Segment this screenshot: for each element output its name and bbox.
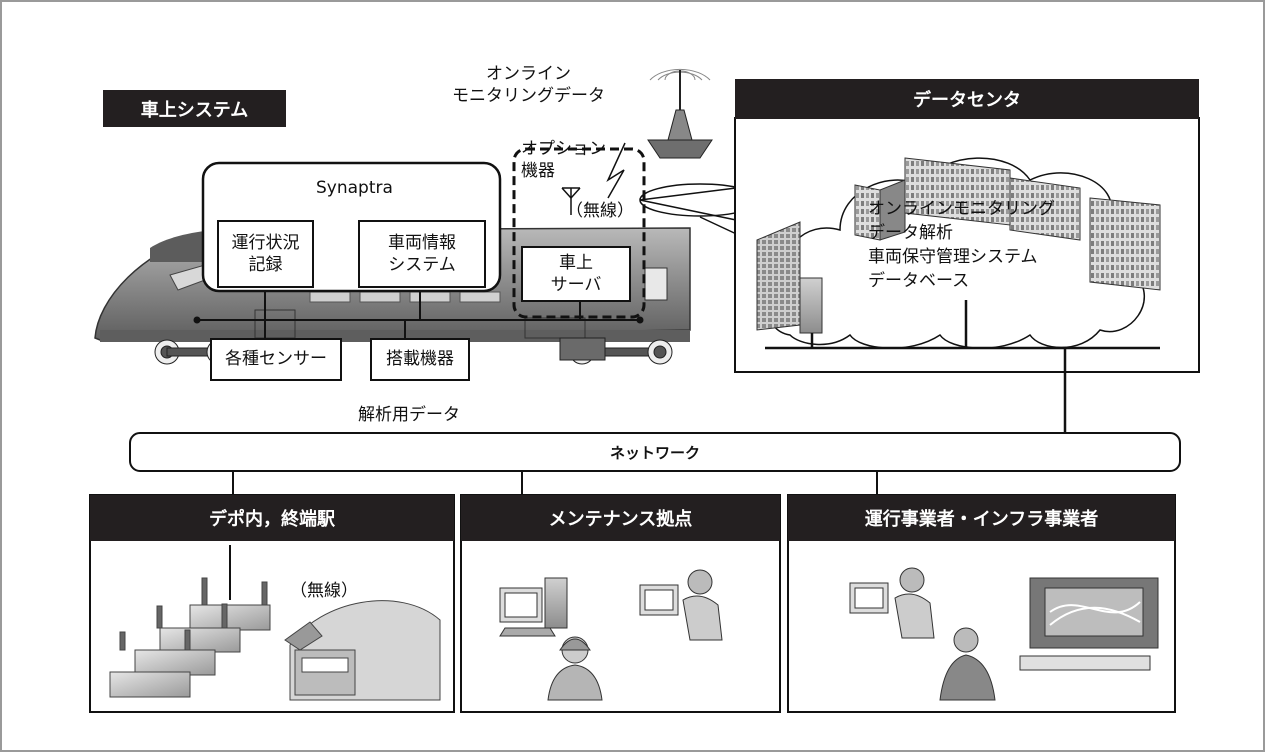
option-dashed-box	[512, 147, 646, 319]
network-label: ネットワーク	[609, 443, 700, 462]
analysis-data-label: 解析用データ	[358, 405, 460, 425]
datacenter-title: データセンタ	[735, 79, 1199, 119]
station-train-icon	[284, 600, 441, 701]
datacenter-bus	[765, 300, 1160, 432]
module-vehicle-info: 車両情報 システム	[358, 220, 486, 288]
operator-illustration	[849, 567, 1159, 701]
depot-charging-units	[109, 545, 271, 698]
server-unit-icon	[799, 277, 823, 334]
wireless-signal-icon	[606, 142, 626, 199]
maintenance-title: メンテナンス拠点	[461, 495, 780, 541]
platform-name: Synaptra	[316, 178, 393, 198]
function-data-analysis: データ解析	[868, 223, 953, 243]
datacenter-functions: オンラインモニタリング データ解析 車両保守管理システム データベース	[868, 197, 1055, 293]
online-monitoring-data-label: オンライン モニタリングデータ	[452, 64, 605, 107]
maintenance-illustration	[499, 569, 723, 701]
onboard-wireless-label: （無線）	[566, 201, 634, 221]
device-sensors: 各種センサー	[210, 338, 342, 381]
module-operation-record: 運行状況 記録	[217, 220, 314, 288]
function-database: データベース	[868, 271, 970, 291]
radio-tower-icon	[647, 68, 713, 159]
onboard-antenna-icon	[561, 187, 581, 215]
onboard-title: 車上システム	[103, 90, 286, 127]
function-maintenance-system: 車両保守管理システム	[868, 247, 1038, 267]
server-racks	[854, 157, 1161, 291]
depot-wireless-label: （無線）	[290, 581, 358, 601]
operator-title: 運行事業者・インフラ事業者	[788, 495, 1175, 541]
network-bar	[129, 432, 1181, 472]
function-online-monitoring: オンラインモニタリング	[868, 199, 1055, 219]
depot-title: デポ内，終端駅	[90, 495, 454, 541]
onboard-server: 車上 サーバ	[521, 246, 631, 302]
device-equipment: 搭載機器	[370, 338, 470, 381]
storage-array-icon	[756, 221, 801, 331]
network-drops	[232, 471, 878, 495]
option-equipment-label: オプション 機器	[521, 139, 606, 182]
